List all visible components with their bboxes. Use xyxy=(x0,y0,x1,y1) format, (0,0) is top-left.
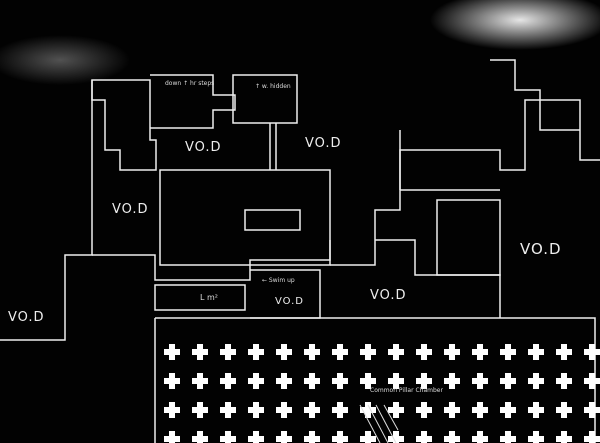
pillar-icon xyxy=(584,344,600,360)
pillar-icon xyxy=(444,431,460,443)
pillar-icon xyxy=(276,431,292,443)
pillar-icon xyxy=(220,373,236,389)
chamber-label: Common Pillar Chamber xyxy=(370,387,443,394)
pillar-icon xyxy=(276,344,292,360)
pillar-icon xyxy=(164,373,180,389)
pillar-icon xyxy=(472,373,488,389)
pillar-icon xyxy=(192,344,208,360)
pillar-icon xyxy=(220,344,236,360)
pillar-icon xyxy=(360,344,376,360)
pillar-icon xyxy=(304,344,320,360)
pillar-icon xyxy=(276,402,292,418)
pillar-icon xyxy=(220,402,236,418)
room-void-label: VO.D xyxy=(305,136,342,151)
pillar-icon xyxy=(164,431,180,443)
pillar-icon xyxy=(500,402,516,418)
pillar-icon xyxy=(416,344,432,360)
photo-glare xyxy=(0,35,130,85)
pillar-icon xyxy=(556,431,572,443)
room-void-label: VO.D xyxy=(8,310,45,325)
pillar-icon xyxy=(416,431,432,443)
pillar-icon xyxy=(360,431,376,443)
room-void-label: VO.D xyxy=(520,240,562,258)
pillar-icon xyxy=(528,431,544,443)
map-note: down ↑ hr steps xyxy=(165,80,215,87)
pillar-icon xyxy=(556,373,572,389)
pillar-grid xyxy=(164,344,600,443)
map-note: ↑ w. hidden xyxy=(255,83,291,90)
pillar-icon xyxy=(248,402,264,418)
pillar-icon xyxy=(500,431,516,443)
pillar-icon xyxy=(332,344,348,360)
pillar-icon xyxy=(528,373,544,389)
map-note: ← Swim up xyxy=(262,277,295,284)
pillar-icon xyxy=(192,402,208,418)
room-void-label: VO.D xyxy=(112,202,149,217)
pillar-icon xyxy=(332,431,348,443)
pillar-icon xyxy=(192,373,208,389)
pillar-icon xyxy=(528,344,544,360)
pillar-icon xyxy=(164,344,180,360)
pillar-icon xyxy=(584,402,600,418)
pillar-icon xyxy=(248,344,264,360)
pillar-icon xyxy=(444,344,460,360)
pillar-icon xyxy=(248,373,264,389)
room-void-label: VO.D xyxy=(185,140,222,155)
pillar-icon xyxy=(248,431,264,443)
pillar-icon xyxy=(556,344,572,360)
pillar-icon xyxy=(472,402,488,418)
pillar-icon xyxy=(304,402,320,418)
pillar-icon xyxy=(220,431,236,443)
pillar-icon xyxy=(164,402,180,418)
pillar-icon xyxy=(500,373,516,389)
pillar-icon xyxy=(500,344,516,360)
pillar-icon xyxy=(304,373,320,389)
pillar-icon xyxy=(388,431,404,443)
pillar-icon xyxy=(388,402,404,418)
pillar-icon xyxy=(276,373,292,389)
pillar-icon xyxy=(388,373,404,389)
pillar-icon xyxy=(304,431,320,443)
pillar-icon xyxy=(584,431,600,443)
pillar-icon xyxy=(444,402,460,418)
map-note: L m² xyxy=(200,293,218,302)
room-void-label: VO.D xyxy=(275,296,305,307)
pillar-icon xyxy=(472,344,488,360)
pillar-icon xyxy=(472,431,488,443)
pillar-icon xyxy=(584,373,600,389)
photo-glare xyxy=(430,0,600,50)
pillar-icon xyxy=(416,373,432,389)
hatched-area xyxy=(359,404,399,443)
pillar-icon xyxy=(528,402,544,418)
pillar-icon xyxy=(556,402,572,418)
pillar-icon xyxy=(332,373,348,389)
pillar-icon xyxy=(388,344,404,360)
pillar-icon xyxy=(192,431,208,443)
pillar-icon xyxy=(360,402,376,418)
pillar-icon xyxy=(416,402,432,418)
pillar-icon xyxy=(360,373,376,389)
pillar-icon xyxy=(444,373,460,389)
room-void-label: VO.D xyxy=(370,288,407,303)
walls xyxy=(0,59,600,443)
pillar-icon xyxy=(332,402,348,418)
